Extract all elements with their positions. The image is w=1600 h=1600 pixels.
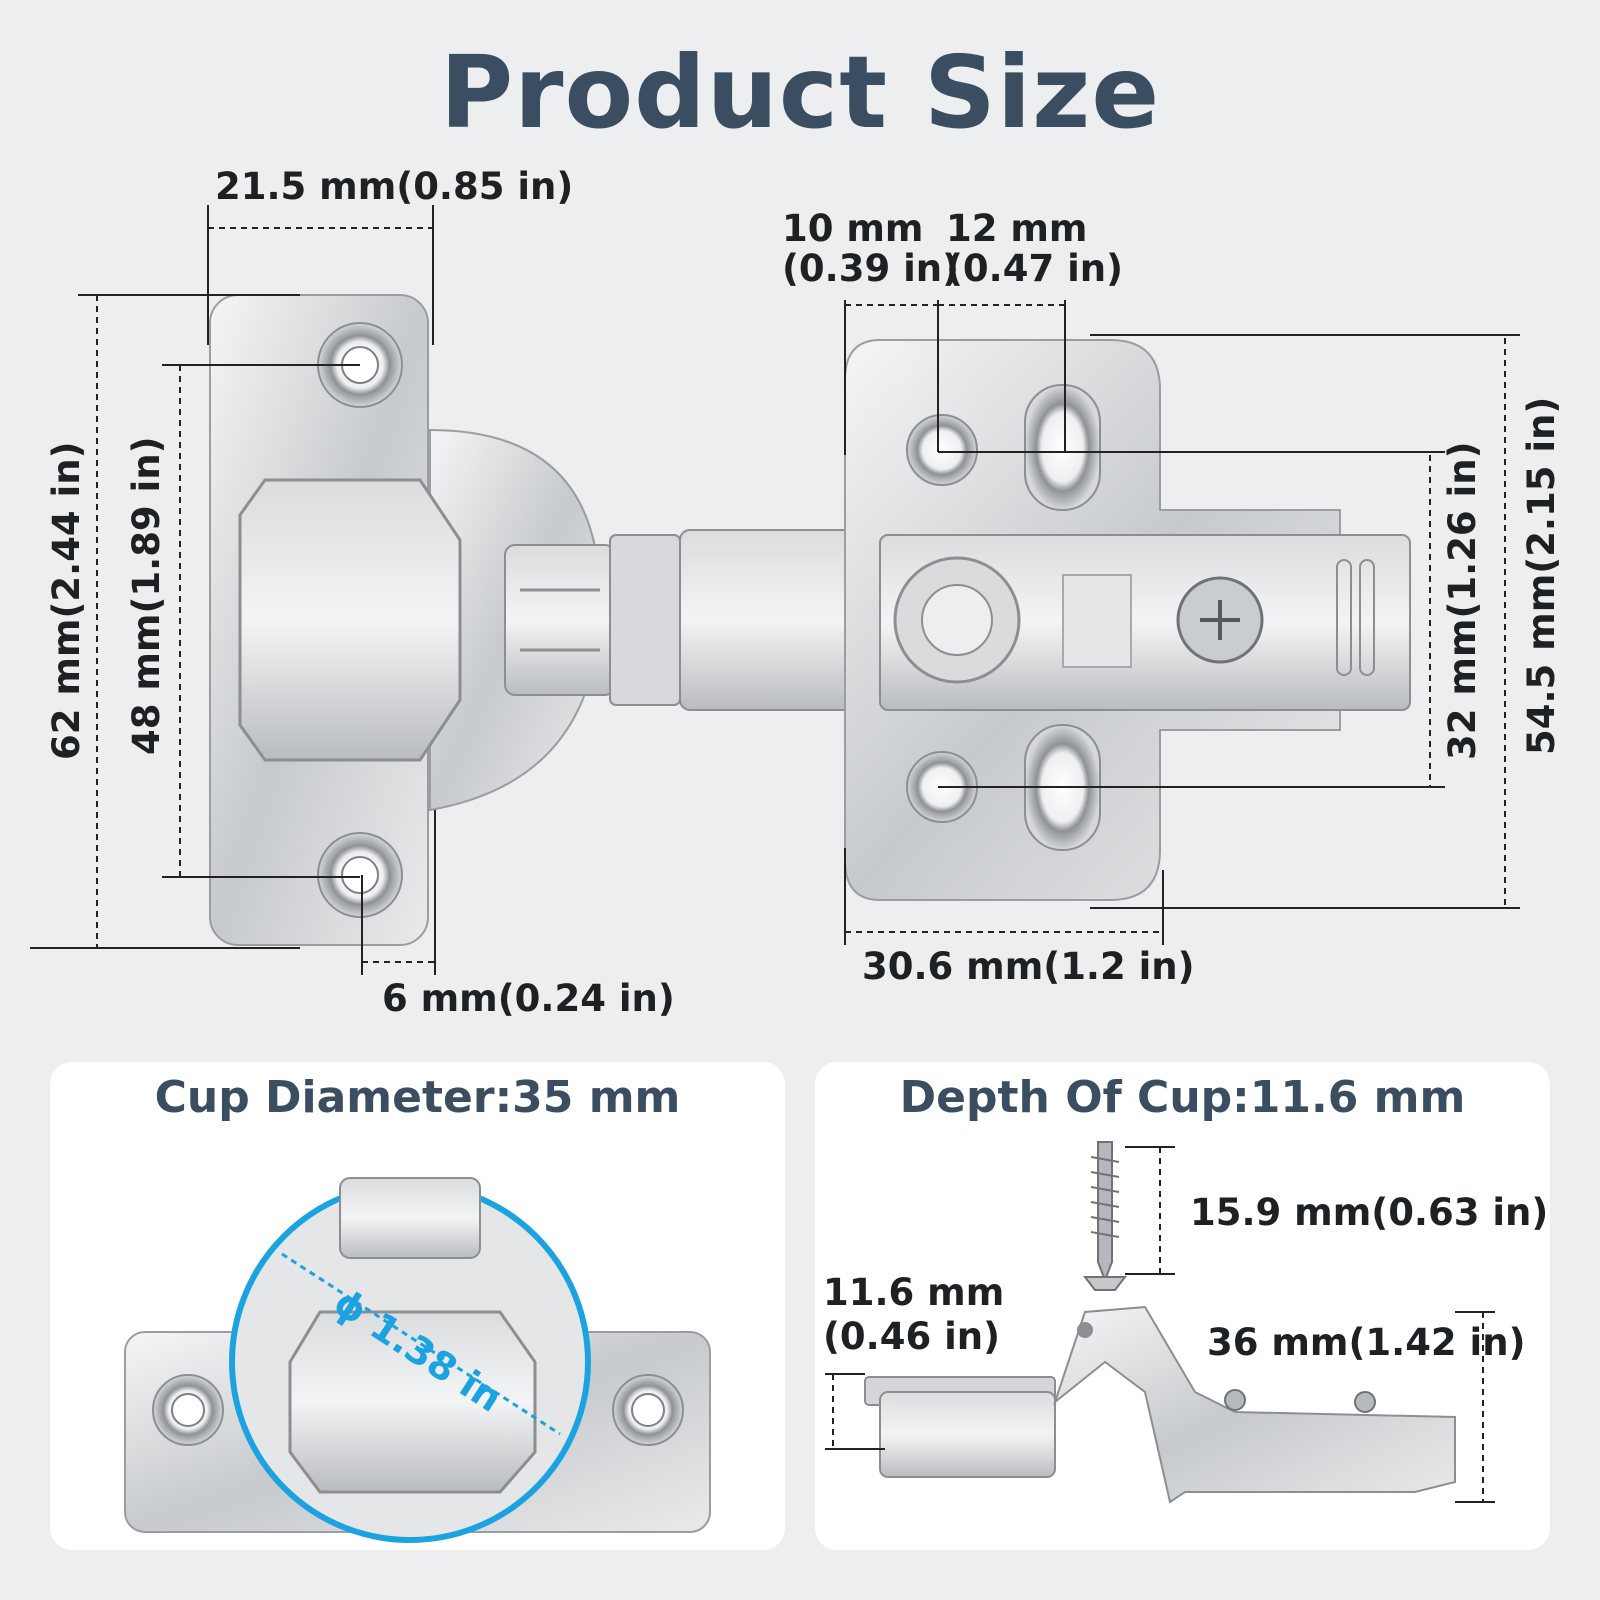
hinge-side-illustration: [825, 1141, 1495, 1504]
base-hole-1-label-top: 10 mm: [782, 207, 924, 250]
base-hole-1-label-bottom: (0.39 in): [782, 247, 960, 290]
cup-depth-label-bottom: (0.46 in): [823, 1315, 1001, 1358]
arm-height-label: 36 mm(1.42 in): [1207, 1321, 1526, 1364]
cup-illustration: [124, 1177, 711, 1543]
overall-length-label: 62 mm(2.44 in): [45, 441, 88, 761]
hole-spacing-label: 48 mm(1.89 in): [125, 436, 168, 756]
screw-length-label: 15.9 mm(0.63 in): [1190, 1191, 1549, 1234]
cup-diameter-title: Cup Diameter:35 mm: [154, 1072, 681, 1123]
cup-diameter-card: Cup Diameter:35 mm ϕ 1.38 in: [50, 1062, 785, 1550]
cup-depth-title: Depth Of Cup:11.6 mm: [899, 1072, 1466, 1123]
base-hole-2-label-bottom: (0.47 in): [946, 247, 1124, 290]
base-width-label: 30.6 mm(1.2 in): [862, 945, 1195, 988]
page-title: Product Size: [439, 34, 1161, 151]
base-height-label: 54.5 mm(2.15 in): [1520, 396, 1563, 755]
base-hole-2-label-top: 12 mm: [946, 207, 1088, 250]
plate-width-label: 21.5 mm(0.85 in): [215, 165, 574, 208]
cup-depth-label-top: 11.6 mm: [823, 1271, 1005, 1314]
mounting-base: [844, 339, 1411, 901]
hole-offset-label: 6 mm(0.24 in): [382, 977, 675, 1020]
dimension-lines: [30, 205, 1520, 975]
cup-depth-card: Depth Of Cup:11.6 mm: [815, 1062, 1550, 1550]
hinge-arm: [504, 529, 881, 711]
base-hole-spacing-label: 32 mm(1.26 in): [1441, 441, 1484, 761]
